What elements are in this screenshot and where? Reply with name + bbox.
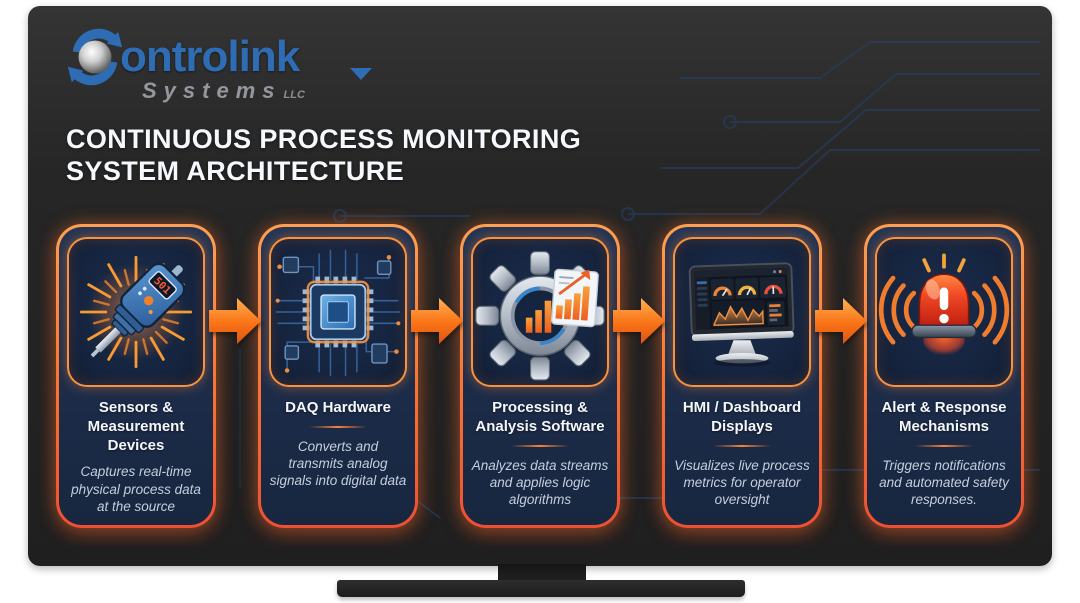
gear-chart-icon — [471, 237, 609, 387]
flow-arrow-icon — [613, 298, 665, 344]
brand-subline: Systems LLC — [142, 68, 384, 103]
flow-arrow-icon — [209, 298, 261, 344]
dashboard-monitor-icon — [673, 237, 811, 387]
brand-logo: ontrolink Systems LLC — [64, 26, 384, 102]
tv-frame: ontrolink Systems LLC CONTINUOUS PROCESS… — [28, 6, 1052, 566]
tv-stand-neck — [498, 564, 586, 584]
brand-suffix: LLC — [283, 89, 305, 101]
flow-card-sensors: 501 — [56, 224, 216, 528]
card-description: Triggers notifications and automated saf… — [879, 457, 1009, 508]
card-title: DAQ Hardware — [285, 399, 391, 416]
brand-name: ontrolink — [120, 32, 300, 81]
sensor-probe-icon: 501 — [67, 237, 205, 387]
card-title: Processing & Analysis Software — [475, 399, 605, 435]
flow-arrow-icon — [815, 298, 867, 344]
card-divider — [511, 444, 569, 447]
card-description: Analyzes data streams and applies logic … — [471, 457, 609, 508]
flow-card-alerts: Alert & Response Mechanisms Triggers not… — [864, 224, 1024, 528]
card-description: Captures real-time physical process data… — [71, 464, 201, 514]
card-title: Sensors & Measurement Devices — [87, 399, 185, 454]
card-title: Alert & Response Mechanisms — [881, 399, 1007, 435]
flow-card-hmi: HMI / Dashboard Displays Visualizes live… — [662, 224, 822, 528]
tv-stand-base — [337, 580, 745, 597]
card-divider — [309, 425, 367, 428]
flow-card-processing: Processing & Analysis Software Analyzes … — [460, 224, 620, 528]
microchip-icon — [269, 237, 407, 387]
flow-card-daq: DAQ Hardware Converts and transmits anal… — [258, 224, 418, 528]
title-line-1: CONTINUOUS PROCESS MONITORING — [66, 124, 582, 154]
alarm-siren-icon — [875, 237, 1013, 387]
card-description: Visualizes live process metrics for oper… — [674, 457, 810, 508]
brand-subname: Systems — [142, 78, 282, 103]
controlink-logo-icon — [67, 28, 123, 86]
card-divider — [713, 444, 771, 447]
screen: ontrolink Systems LLC CONTINUOUS PROCESS… — [40, 18, 1040, 546]
logo-triangle-icon — [350, 68, 372, 80]
flow-arrow-icon — [411, 298, 463, 344]
title-line-2: SYSTEM ARCHITECTURE — [66, 155, 405, 186]
card-description: Converts and transmits analog signals in… — [269, 438, 407, 489]
page-title: CONTINUOUS PROCESS MONITORING SYSTEM ARC… — [66, 124, 581, 188]
card-divider — [915, 444, 973, 447]
process-flow: 501 — [56, 224, 1024, 528]
card-title: HMI / Dashboard Displays — [682, 399, 802, 435]
